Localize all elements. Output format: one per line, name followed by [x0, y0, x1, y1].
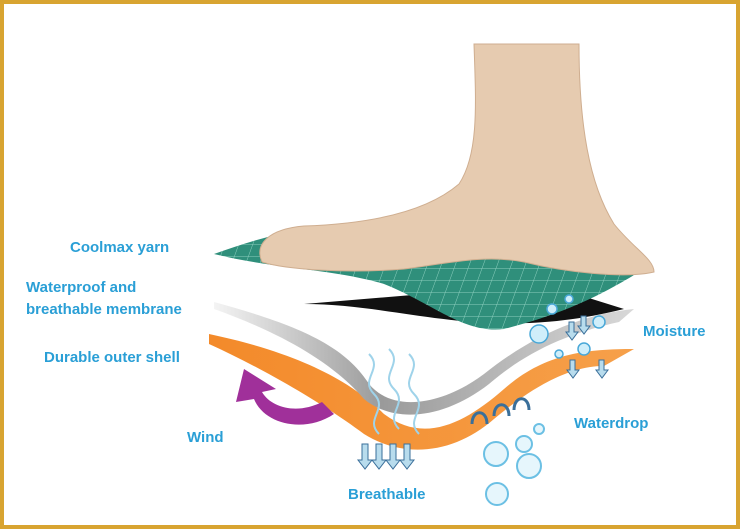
outer-shell-layer — [209, 334, 634, 450]
layer-illustration — [209, 43, 655, 506]
wind-arrow-icon — [236, 369, 334, 425]
waterdrop-icon — [483, 423, 545, 506]
label-coolmax-yarn: Coolmax yarn — [70, 239, 170, 256]
label-moisture: Moisture — [643, 323, 706, 340]
breathable-arrows-icon — [356, 443, 416, 470]
moisture-bubbles-icon — [529, 294, 606, 359]
breath-wisps — [368, 348, 420, 435]
waterdrop-bounce-arrows-icon — [470, 397, 531, 425]
label-membrane-line1: Waterproof and — [26, 279, 137, 296]
label-wind: Wind — [187, 429, 224, 446]
label-membrane-line2: breathable membrane — [26, 301, 182, 318]
moisture-arrows-icon — [565, 315, 609, 379]
label-waterdrop: Waterdrop — [574, 415, 649, 432]
label-breathable: Breathable — [348, 486, 426, 503]
label-outer-shell: Durable outer shell — [44, 349, 180, 366]
foot — [259, 43, 655, 276]
